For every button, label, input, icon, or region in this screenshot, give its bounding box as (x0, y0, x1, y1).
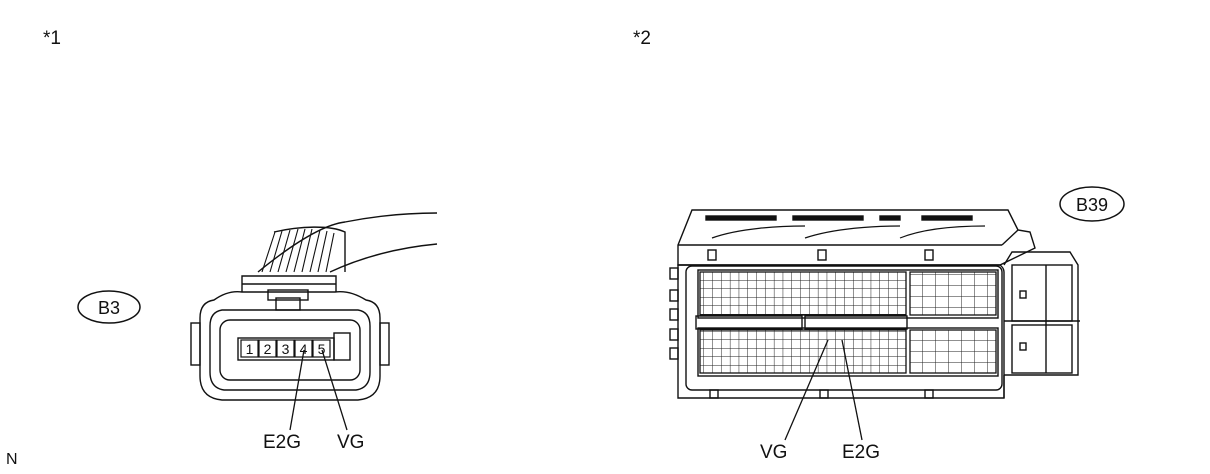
b3-pin-cells (240, 339, 331, 358)
b3-pin-2: 2 (264, 341, 272, 357)
corner-code: N (6, 451, 18, 468)
b3-pin-1: 1 (246, 341, 254, 357)
b3-callout-vg: VG (337, 432, 365, 453)
b39-callout-vg: VG (760, 442, 788, 463)
connector-b39 (669, 209, 1080, 399)
b3-callout-e2g: E2G (263, 432, 302, 453)
view-marker-1: *1 (43, 28, 61, 49)
b3-id-label: B3 (98, 298, 120, 318)
b39-leader-lines (784, 339, 863, 441)
connector-b3 (190, 212, 438, 401)
b3-id-badge: B3 (77, 290, 141, 324)
b39-callout-e2g: E2G (842, 442, 881, 463)
b3-pin-5: 5 (318, 341, 326, 357)
b3-leader-lines (289, 349, 348, 431)
view-marker-2: *2 (633, 28, 651, 49)
b39-id-label: B39 (1076, 195, 1108, 215)
b39-id-badge: B39 (1059, 186, 1125, 222)
b3-pin-4: 4 (300, 341, 308, 357)
b39-terminal-grids (699, 271, 997, 374)
b3-pin-3: 3 (282, 341, 290, 357)
